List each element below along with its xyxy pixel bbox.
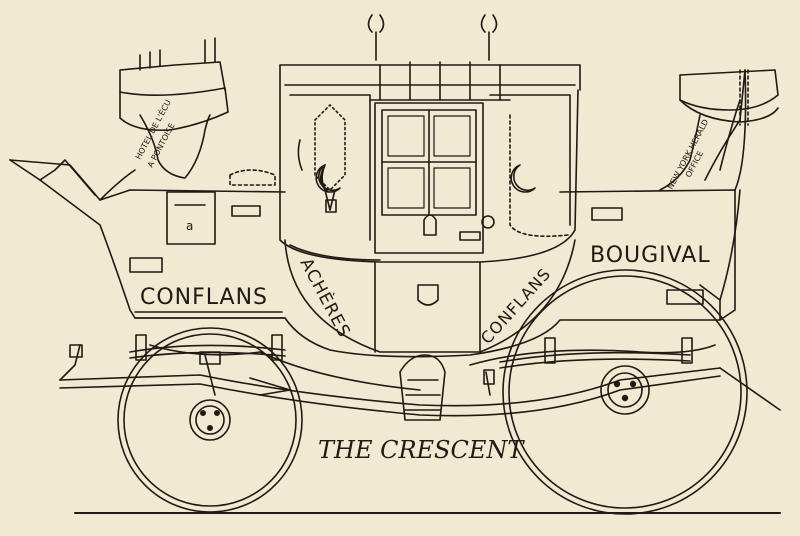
- rear-wheel: [117, 327, 303, 513]
- label-bougival: BOUGIVAL: [590, 243, 711, 268]
- cabin: [279, 14, 581, 353]
- rear-body-details: [129, 169, 276, 273]
- label-box-letter: a: [186, 219, 193, 233]
- label-the-crescent: THE CRESCENT: [318, 436, 525, 464]
- front-wheel: [502, 269, 748, 515]
- rear-seat: [119, 37, 229, 179]
- label-conflans-body: CONFLANS: [140, 285, 268, 310]
- undercarriage: [59, 334, 781, 421]
- front-seat: [659, 69, 779, 191]
- label-conflans-panel: CONFLANS: [477, 264, 555, 348]
- label-acheres: ACHÈRES: [296, 254, 356, 341]
- front-body-details: [591, 207, 704, 305]
